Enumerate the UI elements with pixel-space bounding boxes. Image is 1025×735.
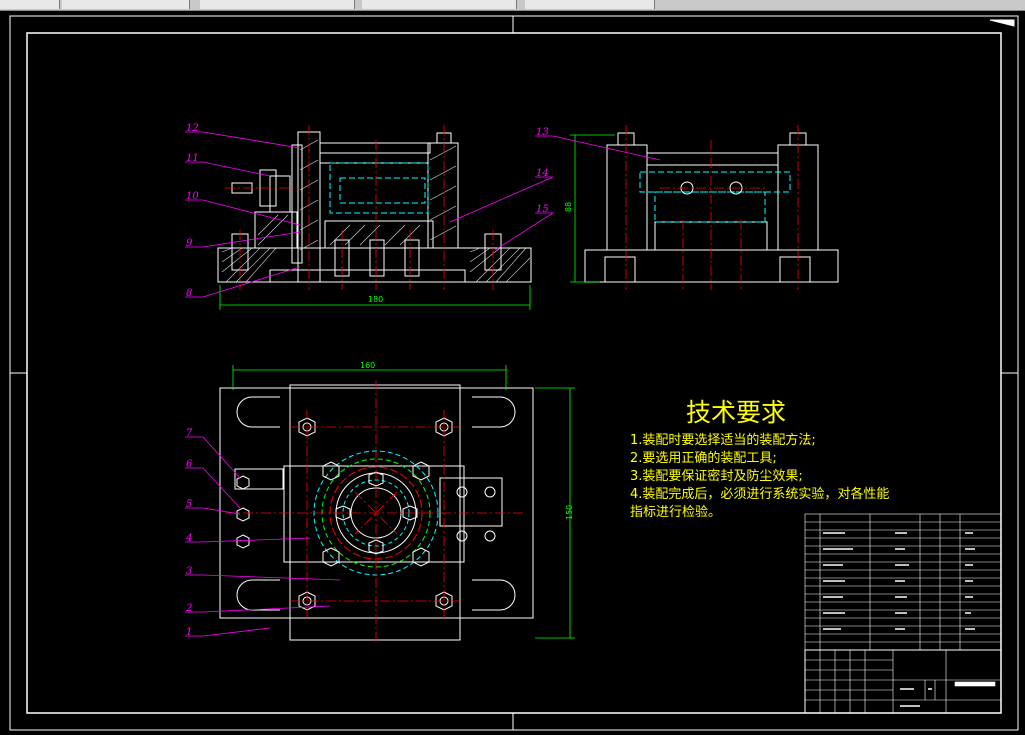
callout-4: 4 [185,533,192,544]
callout-10: 10 [186,191,199,202]
callout-numbers: 12 11 10 9 8 13 14 15 7 6 5 4 3 2 1 [185,123,549,638]
parts-list-table [804,513,1002,714]
callout-1: 1 [186,627,192,638]
tab-1[interactable] [0,0,60,9]
callout-9: 9 [186,238,193,249]
tech-line-1: 1.装配时要选择适当的装配方法; [630,433,816,448]
tech-line-4: 4.装配完成后，必须进行系统实验，对各性能 [630,487,890,502]
dim-plan-height: 150 [565,505,574,520]
tech-requirements-title: 技术要求 [686,398,787,427]
callout-3: 3 [186,566,192,577]
window-tab-bar [0,0,1025,11]
tab-3[interactable] [200,0,355,9]
callout-12: 12 [186,123,199,134]
dim-plan-width: 160 [360,361,375,370]
front-view [217,125,532,310]
callout-13: 13 [536,127,549,138]
tab-4[interactable] [362,0,517,9]
drawing-frame [9,15,1019,731]
callout-5: 5 [186,499,192,510]
callout-leaders [185,131,661,637]
parts-list-marks [823,532,975,707]
callout-15: 15 [536,204,549,215]
tech-line-3: 3.装配要保证密封及防尘效果; [630,469,803,484]
callout-11: 11 [186,153,199,164]
callout-2: 2 [185,603,192,614]
callout-7: 7 [186,428,193,439]
cad-drawing-canvas: 180 88 [9,15,1019,731]
tab-5[interactable] [525,0,655,9]
tab-2[interactable] [62,0,190,9]
side-view [570,125,839,290]
callout-6: 6 [186,459,193,470]
tech-line-2: 2.要选用正确的装配工具; [630,451,777,466]
tech-line-5: 指标进行检验。 [630,505,722,520]
dim-side-height: 88 [564,202,573,212]
dim-top-width: 180 [368,295,383,304]
callout-8: 8 [186,288,192,299]
plan-view [219,365,575,645]
callout-14: 14 [536,168,549,179]
